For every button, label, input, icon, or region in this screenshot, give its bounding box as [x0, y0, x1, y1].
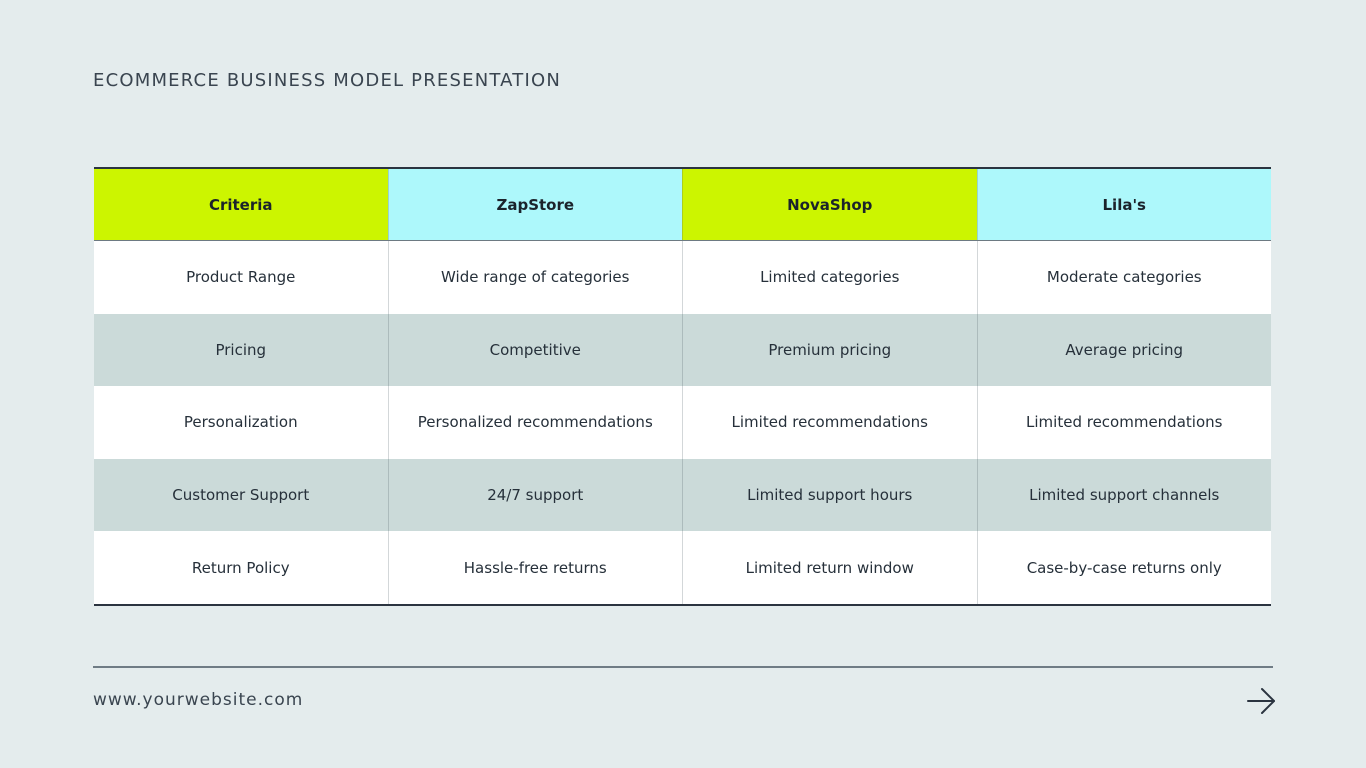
table-row: Pricing Competitive Premium pricing Aver…	[94, 313, 1272, 387]
table-row: Product Range Wide range of categories L…	[94, 241, 1271, 314]
table-cell: Limited recommendations	[682, 386, 977, 459]
table-cell: Personalization	[183, 413, 298, 432]
column-header-lilas: Lila's	[976, 169, 1271, 240]
table-cell: Personalized recommendations	[387, 386, 683, 459]
table-row: Personalization Personalized recommendat…	[94, 386, 1271, 459]
table-cell: 24/7 support	[387, 458, 683, 532]
table-cell: Hassle-free returns	[387, 531, 683, 604]
footer-divider	[93, 666, 1273, 668]
table-cell: Competitive	[387, 313, 683, 387]
website-url: www.yourwebsite.com	[93, 690, 304, 710]
column-header-zapstore: ZapStore	[387, 169, 682, 240]
table-cell: Limited categories	[682, 241, 977, 314]
table-cell: Wide range of categories	[387, 241, 683, 314]
table-cell: Limited return window	[682, 531, 977, 604]
table-cell: Limited support channels	[976, 458, 1272, 532]
slide-title: ECOMMERCE BUSINESS MODEL PRESENTATION	[93, 70, 562, 91]
table-cell: Average pricing	[976, 313, 1272, 387]
table-cell: Case-by-case returns only	[976, 531, 1272, 604]
table-cell: Product Range	[186, 268, 296, 287]
table-cell: Premium pricing	[682, 313, 977, 387]
table-cell: Limited recommendations	[976, 386, 1272, 459]
table-row: Return Policy Hassle-free returns Limite…	[94, 531, 1271, 604]
table-cell: Pricing	[215, 340, 267, 359]
table-cell: Customer Support	[172, 486, 310, 505]
table-cell: Moderate categories	[976, 241, 1272, 314]
table-header-row: Criteria ZapStore NovaShop Lila's	[94, 169, 1271, 241]
column-header-novashop: NovaShop	[682, 169, 977, 240]
table-cell: Return Policy	[191, 558, 290, 577]
table-cell: Limited support hours	[682, 458, 977, 532]
comparison-table: Criteria ZapStore NovaShop Lila's Produc…	[94, 167, 1271, 606]
table-row: Customer Support 24/7 support Limited su…	[94, 458, 1272, 532]
column-header-criteria: Criteria	[94, 169, 388, 240]
arrow-right-icon[interactable]	[1244, 686, 1278, 716]
